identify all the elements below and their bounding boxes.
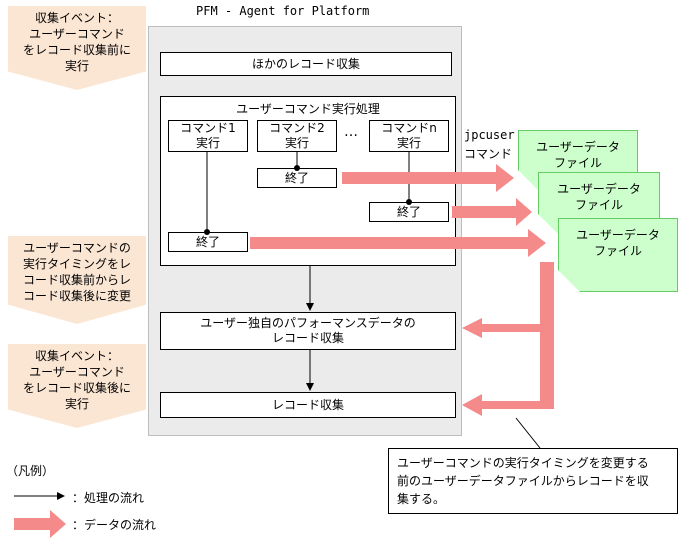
legend-data-arrow [14, 510, 66, 538]
agent-title: PFM - Agent for Platform [196, 4, 370, 18]
other-record-box: ほかのレコード収集 [160, 52, 452, 76]
callout-timing-change-text: ユーザーコマンドの 実行タイミングをレ コード収集前からレ コード収集後に変更 [22, 241, 131, 303]
command2-box: コマンド2 実行 [257, 120, 337, 152]
user-data-file-3: ユーザーデータ ファイル [558, 218, 678, 292]
data-return-head-2 [462, 394, 482, 416]
callout-collect-after: 収集イベント： ユーザーコマンド をレコード収集後に 実行 [8, 344, 146, 428]
note-pointer [515, 417, 541, 449]
legend-process-flow: ：処理の流れ [72, 491, 145, 505]
user-perf-record-box: ユーザー独自のパフォーマンスデータの レコード収集 [160, 312, 456, 350]
cmd2-dot [294, 165, 300, 171]
data-return-head-1 [462, 318, 482, 338]
cmdn-dot [406, 199, 412, 205]
cmd1-dot [204, 229, 210, 235]
command-label: コマンド [464, 147, 513, 161]
end2-box: 終了 [257, 168, 337, 188]
user-data-file-2-label: ユーザーデータ ファイル [557, 182, 641, 212]
data-arrow-end1 [250, 229, 546, 257]
jpcuser-label: jpcuser [464, 128, 515, 142]
legend-data-flow: ：データの流れ [72, 518, 157, 532]
data-arrow-end2 [342, 164, 514, 192]
user-data-file-1-label: ユーザーデータ ファイル [536, 140, 620, 170]
record-box: レコード収集 [160, 392, 456, 418]
data-return-path [482, 262, 554, 409]
note-box: ユーザーコマンドの実行タイミングを変更する 前のユーザーデータファイルからレコー… [388, 448, 678, 514]
commandn-box: コマンドn 実行 [369, 120, 449, 152]
callout-collect-before-text: 収集イベント： ユーザーコマンド をレコード収集前に 実行 [22, 11, 131, 73]
ellipsis: … [344, 124, 358, 140]
callout-collect-before: 収集イベント： ユーザーコマンド をレコード収集前に 実行 [8, 6, 146, 90]
callout-timing-change: ユーザーコマンドの 実行タイミングをレ コード収集前からレ コード収集後に変更 [8, 236, 146, 324]
user-command-process-title: ユーザーコマンド実行処理 [236, 102, 380, 116]
callout-collect-after-text: 収集イベント： ユーザーコマンド をレコード収集後に 実行 [22, 349, 131, 411]
data-arrow-endn [452, 198, 532, 226]
user-data-file-3-label: ユーザーデータ ファイル [576, 228, 660, 258]
data-arrows [250, 164, 554, 416]
legend-title: （凡例） [6, 464, 55, 478]
command1-box: コマンド1 実行 [168, 120, 248, 152]
